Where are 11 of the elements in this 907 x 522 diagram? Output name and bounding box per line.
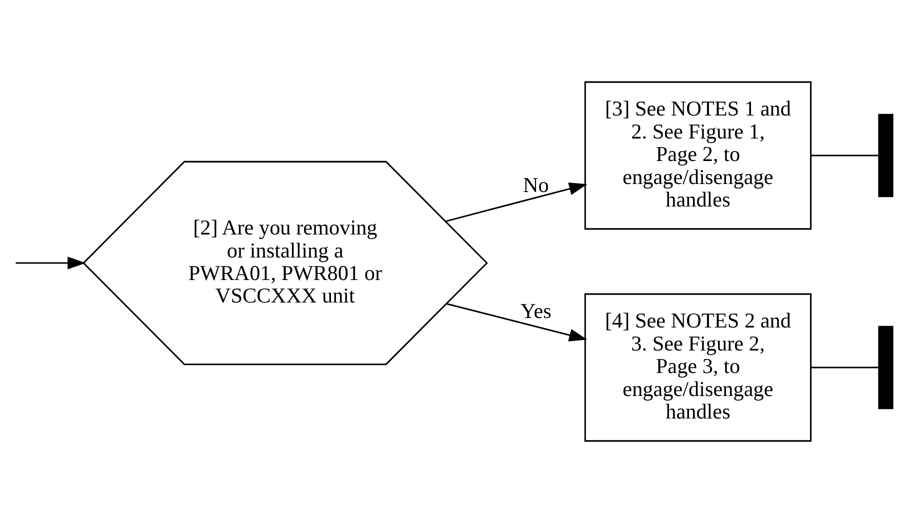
node-box: [4] See NOTES 2 and 3. See Figure 2, Page 3, to engage/disengage handles <box>584 292 812 442</box>
connector <box>811 154 878 156</box>
arrow <box>16 256 86 269</box>
node-bar <box>878 113 894 197</box>
connector <box>811 366 878 368</box>
arrow <box>446 182 588 222</box>
edge-label: No <box>523 172 549 197</box>
node-box: [3] See NOTES 1 and 2. See Figure 1, Page 2, to engage/disengage handles <box>584 80 812 230</box>
node-bar <box>878 325 894 409</box>
edge-label: Yes <box>520 298 552 322</box>
arrow <box>446 302 588 341</box>
